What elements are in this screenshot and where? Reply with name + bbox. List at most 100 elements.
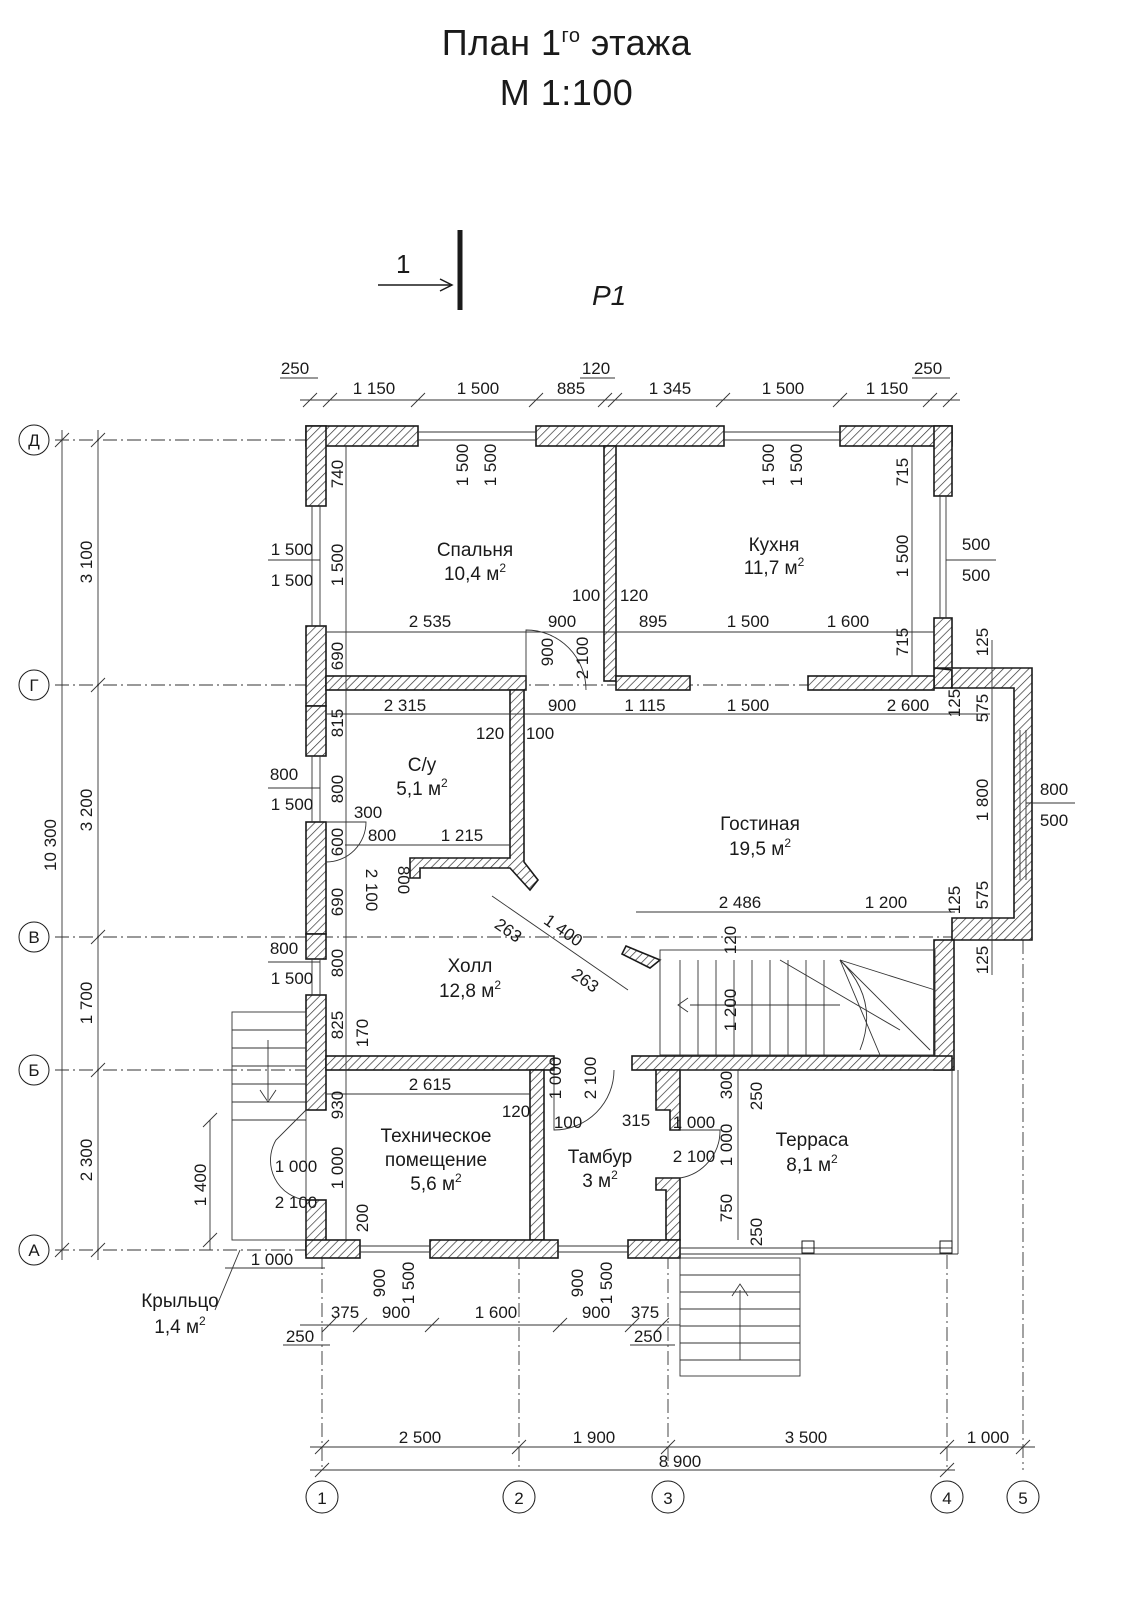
svg-text:Терраса: Терраса	[776, 1130, 849, 1151]
svg-text:125: 125	[945, 689, 964, 717]
svg-text:740: 740	[328, 460, 347, 488]
svg-text:12,8 м2: 12,8 м2	[439, 978, 501, 1002]
room-porch: Крыльцо 1,4 м2	[141, 1249, 241, 1338]
top-dimension-chain: 250 1 150 1 500 885 120 1 345 1 500 1 15…	[280, 359, 960, 408]
svg-text:575: 575	[973, 694, 992, 722]
svg-text:Техническое: Техническое	[381, 1126, 492, 1147]
axis-bubble-v	[18, 921, 50, 953]
svg-text:5,6 м2: 5,6 м2	[410, 1171, 462, 1195]
svg-text:120: 120	[476, 724, 504, 743]
svg-text:помещение: помещение	[385, 1150, 487, 1171]
svg-text:1 150: 1 150	[353, 379, 396, 398]
svg-text:500: 500	[1040, 811, 1068, 830]
svg-text:930: 930	[328, 1091, 347, 1119]
terrace-outline	[680, 1069, 959, 1255]
svg-text:250: 250	[286, 1327, 314, 1346]
svg-text:575: 575	[973, 881, 992, 909]
door-swings	[270, 629, 721, 1201]
svg-text:1 000: 1 000	[673, 1113, 716, 1132]
room-living: Гостиная 19,5 м2	[720, 814, 800, 860]
svg-text:1 600: 1 600	[475, 1303, 518, 1322]
svg-text:1 500: 1 500	[271, 795, 314, 814]
axis-bubble-a	[18, 1234, 50, 1266]
section-mark-label: 1	[396, 249, 410, 279]
svg-text:250: 250	[747, 1082, 766, 1110]
room-hall: Холл 12,8 м2	[439, 956, 501, 1002]
svg-text:1 000: 1 000	[251, 1250, 294, 1269]
svg-text:1 500: 1 500	[759, 444, 778, 487]
svg-text:125: 125	[973, 946, 992, 974]
svg-text:2 315: 2 315	[384, 696, 427, 715]
svg-text:250: 250	[281, 359, 309, 378]
svg-text:1 500: 1 500	[453, 444, 472, 487]
svg-text:2 100: 2 100	[673, 1147, 716, 1166]
room-tambur: Тамбур 3 м2	[568, 1147, 633, 1192]
svg-text:Крыльцо: Крыльцо	[141, 1291, 219, 1312]
svg-text:2 100: 2 100	[362, 869, 381, 912]
vertical-dimensions: 740 1 500 690 815 800 600 690 800 825 17…	[191, 446, 993, 1269]
svg-text:1 400: 1 400	[540, 911, 586, 951]
svg-text:2 615: 2 615	[409, 1075, 452, 1094]
axis-bubble-2	[502, 1480, 536, 1514]
svg-text:11,7 м2: 11,7 м2	[744, 555, 805, 579]
plan-title: План 1го этажа	[441, 22, 692, 63]
svg-text:Б: Б	[28, 1061, 39, 1080]
handwritten-note: Р1	[592, 280, 626, 311]
svg-text:2 100: 2 100	[275, 1193, 318, 1212]
svg-text:250: 250	[634, 1327, 662, 1346]
svg-text:375: 375	[331, 1303, 359, 1322]
svg-text:1 215: 1 215	[441, 826, 484, 845]
svg-text:3 500: 3 500	[785, 1428, 828, 1447]
svg-text:600: 600	[328, 828, 347, 856]
svg-text:900: 900	[370, 1269, 389, 1297]
svg-text:315: 315	[622, 1111, 650, 1130]
svg-text:1 500: 1 500	[727, 696, 770, 715]
axis-bubble-4	[930, 1480, 964, 1514]
svg-text:2 535: 2 535	[409, 612, 452, 631]
section-mark: 1	[378, 230, 463, 310]
svg-text:1: 1	[317, 1489, 326, 1508]
bottom-openings-chain: 250 375 900 1 600 900 375 250	[283, 1303, 680, 1346]
plan-scale: М 1:100	[499, 72, 634, 113]
svg-text:1 500: 1 500	[271, 969, 314, 988]
svg-text:300: 300	[717, 1071, 736, 1099]
room-bedroom: Спальня 10,4 м2	[437, 540, 513, 585]
svg-text:Кухня: Кухня	[749, 535, 800, 556]
svg-text:1 200: 1 200	[865, 893, 908, 912]
svg-text:5,1 м2: 5,1 м2	[396, 776, 448, 800]
svg-text:750: 750	[717, 1194, 736, 1222]
svg-text:5: 5	[1018, 1489, 1027, 1508]
svg-text:А: А	[28, 1241, 40, 1260]
svg-text:1 500: 1 500	[893, 535, 912, 578]
svg-text:125: 125	[973, 628, 992, 656]
svg-text:125: 125	[945, 886, 964, 914]
svg-text:375: 375	[631, 1303, 659, 1322]
svg-text:120: 120	[582, 359, 610, 378]
svg-text:263: 263	[568, 965, 602, 997]
svg-text:690: 690	[328, 888, 347, 916]
svg-text:1 115: 1 115	[624, 696, 665, 715]
svg-text:900: 900	[538, 638, 557, 666]
axis-bubble-g	[18, 669, 50, 701]
svg-text:800: 800	[270, 765, 298, 784]
svg-text:1 800: 1 800	[973, 779, 992, 822]
room-kitchen: Кухня 11,7 м2	[744, 535, 805, 579]
svg-text:4: 4	[942, 1489, 951, 1508]
svg-text:825: 825	[328, 1011, 347, 1039]
walls	[305, 425, 1033, 1259]
svg-text:2 486: 2 486	[719, 893, 762, 912]
axis-bubble-1	[305, 1480, 339, 1514]
window-dimensions: 1 500 1 500 1 500 1 500 1 500 1 500 500 …	[268, 444, 1075, 1304]
room-wc: С/у 5,1 м2	[396, 755, 448, 800]
svg-text:800: 800	[368, 826, 396, 845]
svg-text:1 500: 1 500	[787, 444, 806, 487]
svg-text:263: 263	[491, 915, 525, 947]
svg-text:Д: Д	[28, 431, 40, 450]
room-labels: Спальня 10,4 м2 Кухня 11,7 м2 С/у 5,1 м2…	[141, 535, 849, 1338]
svg-text:2: 2	[514, 1489, 523, 1508]
svg-text:800: 800	[328, 949, 347, 977]
svg-text:1 500: 1 500	[727, 612, 770, 631]
svg-text:3 м2: 3 м2	[582, 1168, 618, 1192]
